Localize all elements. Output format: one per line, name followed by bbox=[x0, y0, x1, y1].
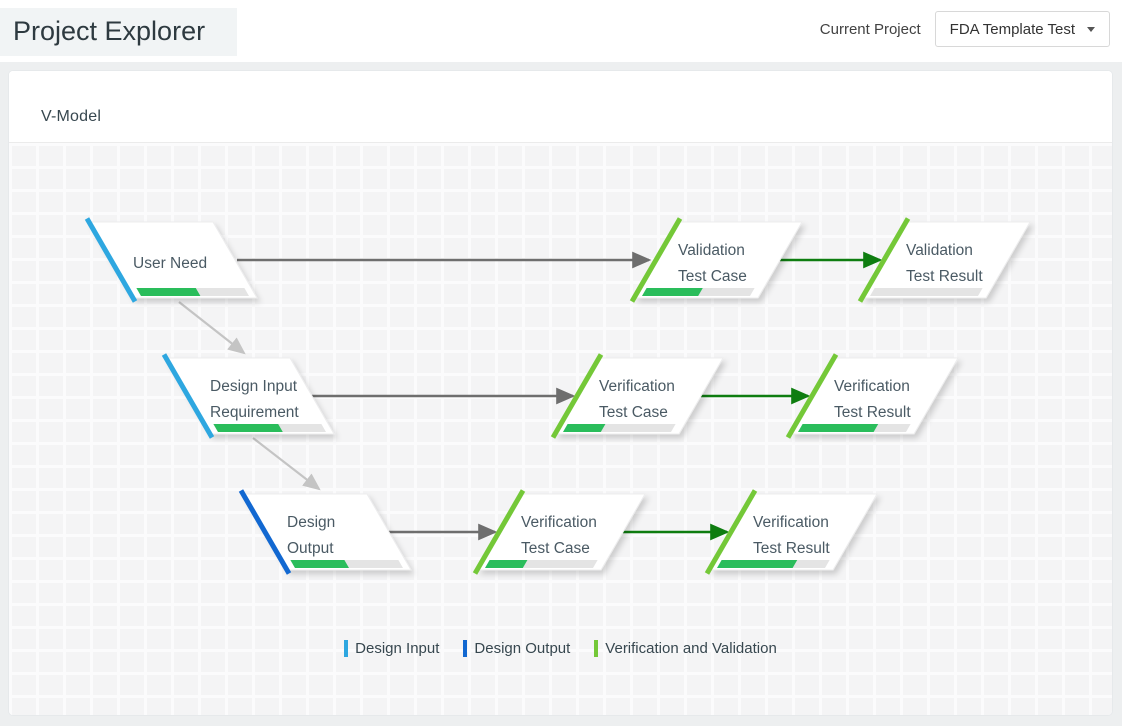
progress-fill bbox=[213, 424, 283, 432]
node-category-edge bbox=[472, 489, 526, 575]
node-category-edge bbox=[84, 217, 138, 303]
progress-fill bbox=[717, 560, 798, 568]
node-user-need[interactable]: User Need bbox=[84, 217, 258, 303]
page-title: Project Explorer bbox=[0, 8, 237, 56]
node-category-edge bbox=[704, 489, 758, 575]
project-selector-dropdown[interactable]: FDA Template Test bbox=[934, 11, 1110, 47]
node-body bbox=[242, 493, 412, 571]
legend-color-bar bbox=[344, 640, 349, 657]
legend-label: Design Input bbox=[355, 640, 440, 657]
progress-fill bbox=[485, 560, 528, 568]
diagram-legend: Design Input Design Output Verification an… bbox=[9, 640, 1112, 657]
node-category-edge bbox=[550, 353, 604, 439]
node-body bbox=[789, 357, 959, 435]
node-body bbox=[633, 221, 803, 299]
app-body: V-Model bbox=[0, 62, 1122, 726]
progress-fill bbox=[642, 288, 703, 296]
current-project-label: Current Project bbox=[819, 20, 921, 38]
node-body bbox=[554, 357, 724, 435]
project-selector-value: FDA Template Test bbox=[949, 20, 1075, 38]
node-body bbox=[476, 493, 646, 571]
node-body bbox=[861, 221, 1031, 299]
legend-label: Design Output bbox=[474, 640, 571, 657]
node-body bbox=[165, 357, 335, 435]
vmodel-panel-title: V-Model bbox=[41, 108, 102, 125]
progress-fill bbox=[290, 560, 349, 568]
progress-fill bbox=[563, 424, 606, 432]
progress-fill bbox=[798, 424, 879, 432]
header-right: Current Project FDA Template Test bbox=[820, 11, 1110, 47]
node-category-edge bbox=[785, 353, 839, 439]
legend-color-bar bbox=[463, 640, 468, 657]
node-category-edge bbox=[238, 489, 292, 575]
node-category-edge bbox=[161, 353, 215, 439]
node-label: User Need bbox=[133, 255, 207, 272]
legend-item-design-input: Design Input bbox=[344, 640, 439, 657]
vmodel-panel-header: V-Model bbox=[9, 71, 1112, 143]
connector-user-need-to-design-input-requirement bbox=[178, 301, 246, 355]
connector-design-input-requirement-to-design-output bbox=[252, 437, 321, 491]
app-header: Project Explorer Current Project FDA Tem… bbox=[0, 0, 1122, 62]
legend-item-verification-and-validation: Verification and Validation bbox=[594, 640, 777, 657]
legend-item-design-output: Design Output bbox=[463, 640, 570, 657]
vmodel-panel: V-Model bbox=[8, 70, 1113, 716]
node-body bbox=[708, 493, 878, 571]
legend-color-bar bbox=[594, 640, 599, 657]
node-category-edge bbox=[629, 217, 683, 303]
legend-label: Verification and Validation bbox=[605, 640, 777, 657]
node-category-edge bbox=[857, 217, 911, 303]
progress-track bbox=[870, 288, 983, 296]
progress-fill bbox=[136, 288, 201, 296]
caret-down-icon bbox=[1087, 26, 1095, 32]
